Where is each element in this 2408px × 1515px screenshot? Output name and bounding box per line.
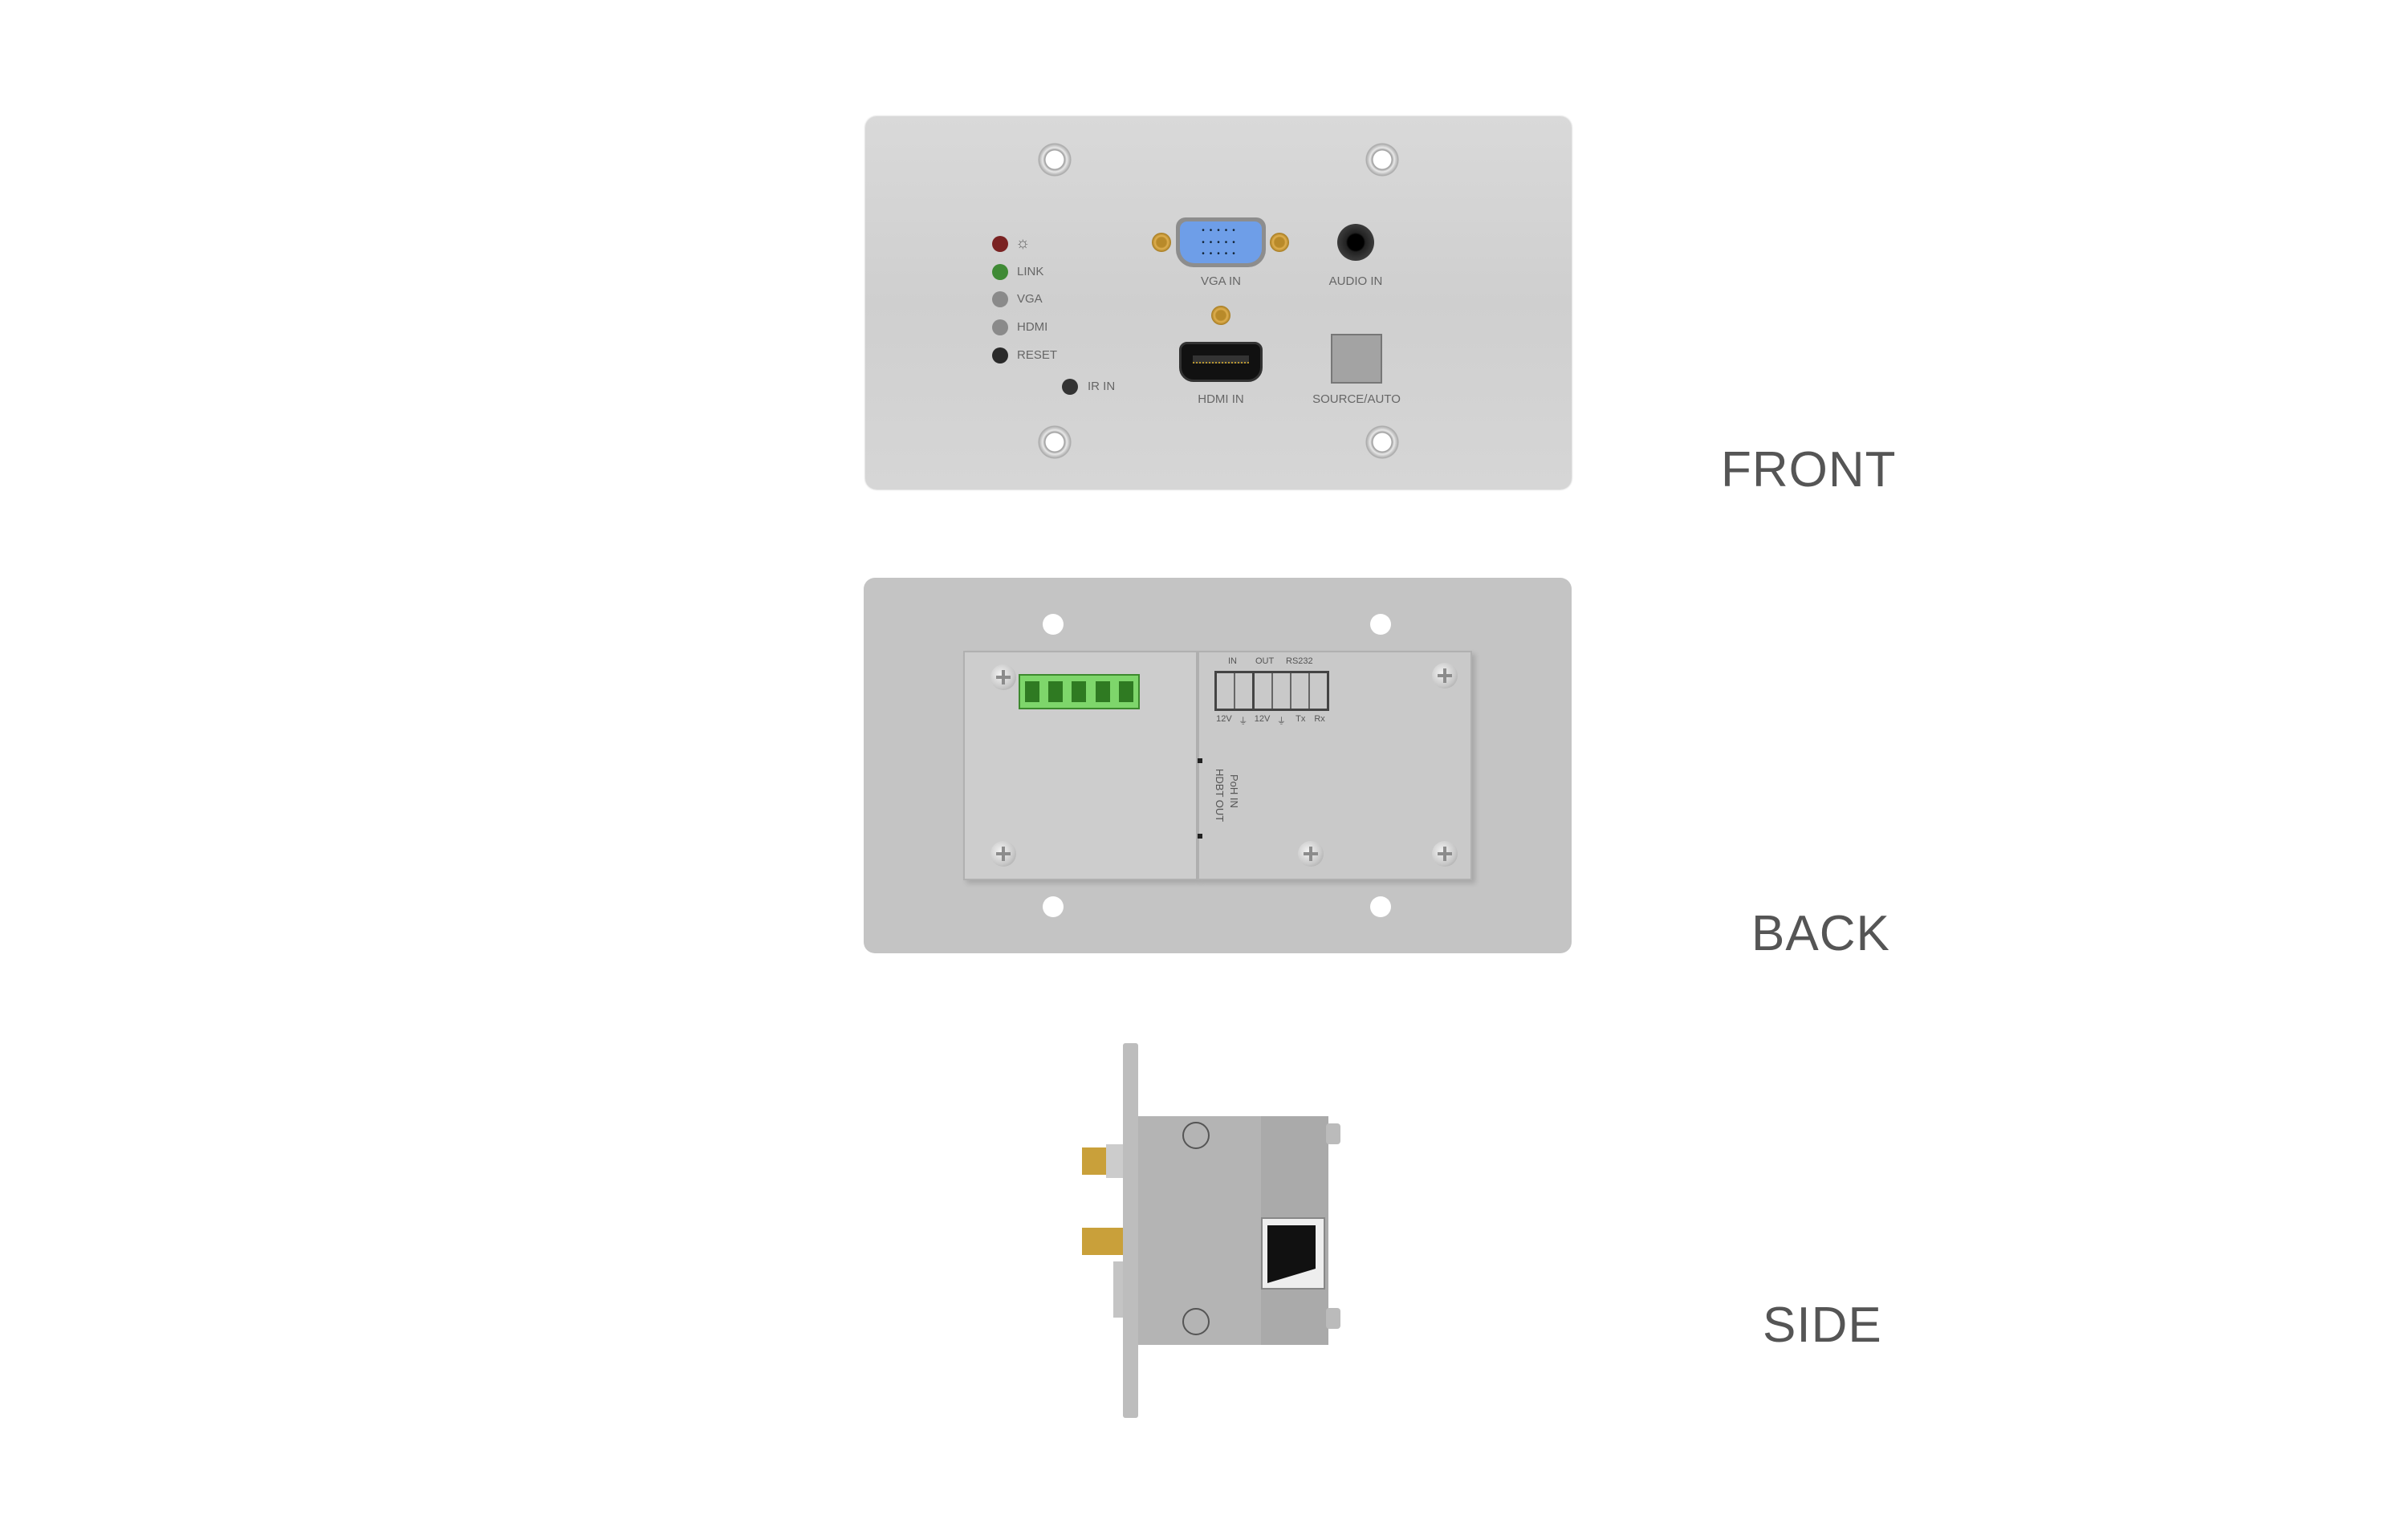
vga-port: ••••• ••••• ••••• — [1176, 217, 1266, 267]
poh-in-label: PoH IN — [1228, 774, 1240, 808]
brass-standoff-icon — [1082, 1228, 1123, 1255]
side-faceplate — [1123, 1043, 1138, 1418]
hdmi-pins-icon — [1193, 355, 1249, 364]
pin-label: 12V — [1216, 714, 1232, 724]
pin-label: 12V — [1254, 714, 1271, 724]
link-led-icon — [992, 264, 1008, 280]
pin-label: Tx — [1296, 714, 1306, 724]
screw-icon — [990, 841, 1016, 867]
front-panel — [865, 116, 1572, 489]
back-view-label: BACK — [1751, 906, 1890, 961]
ir-sensor-icon — [1062, 379, 1078, 395]
screw-icon — [1326, 1123, 1340, 1144]
mount-hole-icon — [1043, 614, 1064, 635]
source-auto-button[interactable] — [1331, 334, 1382, 384]
screw-icon — [1326, 1308, 1340, 1329]
pin-label: Rx — [1314, 714, 1325, 724]
back-module-right — [1198, 651, 1472, 880]
front-view-label: FRONT — [1721, 442, 1897, 498]
green-terminal-block[interactable] — [1019, 674, 1140, 709]
hdmi-led-icon — [992, 319, 1008, 335]
screw-icon — [990, 664, 1016, 690]
hdbt-out-label: HDBT OUT — [1214, 769, 1226, 822]
mount-hole-icon — [1365, 425, 1399, 459]
vga-led-label: VGA — [1017, 292, 1043, 306]
hdmi-screw-icon — [1211, 306, 1230, 325]
link-led-label: LINK — [1017, 265, 1044, 278]
power-led-label: ☼ — [1015, 234, 1031, 252]
power-rs232-terminal-block[interactable] — [1214, 671, 1329, 711]
pin-label: ⏚ — [1276, 717, 1286, 726]
screw-icon — [1182, 1308, 1210, 1335]
vga-led-icon — [992, 291, 1008, 307]
reset-button[interactable] — [992, 347, 1008, 364]
ir-in-label: IR IN — [1088, 380, 1116, 393]
rj45-icon — [1267, 1225, 1316, 1283]
screw-icon — [1298, 841, 1324, 867]
hdbt-port-edge — [1198, 758, 1202, 839]
screw-icon — [1182, 1122, 1210, 1149]
nut-icon — [1106, 1144, 1123, 1178]
vga-screw-icon — [1152, 233, 1171, 252]
vga-screw-icon — [1270, 233, 1289, 252]
hdmi-led-label: HDMI — [1017, 320, 1048, 334]
hdmi-port — [1179, 342, 1263, 382]
audio-in-label: AUDIO IN — [1328, 274, 1383, 288]
terminal-group-in: IN — [1228, 656, 1237, 666]
screw-icon — [1432, 663, 1458, 688]
side-tab — [1113, 1261, 1125, 1318]
terminal-group-rs232: RS232 — [1286, 656, 1313, 666]
mount-hole-icon — [1370, 614, 1391, 635]
vga-pins-icon: ••••• ••••• ••••• — [1180, 221, 1262, 263]
mount-hole-icon — [1370, 896, 1391, 917]
mount-hole-icon — [1038, 143, 1072, 177]
hdmi-in-label: HDMI IN — [1198, 392, 1244, 406]
reset-label: RESET — [1017, 348, 1058, 362]
vga-in-label: VGA IN — [1200, 274, 1242, 288]
mount-hole-icon — [1043, 896, 1064, 917]
mount-hole-icon — [1365, 143, 1399, 177]
pin-label: ⏚ — [1239, 717, 1248, 726]
terminal-pin-labels: 12V ⏚ 12V ⏚ Tx Rx — [1214, 714, 1329, 727]
screw-icon — [1432, 841, 1458, 867]
terminal-group-out: OUT — [1255, 656, 1275, 666]
mount-hole-icon — [1038, 425, 1072, 459]
brass-standoff-icon — [1082, 1147, 1106, 1175]
side-body — [1138, 1116, 1261, 1345]
power-led-icon — [992, 236, 1008, 252]
side-view-label: SIDE — [1763, 1298, 1882, 1353]
rj45-port — [1261, 1217, 1325, 1290]
source-auto-label: SOURCE/AUTO — [1312, 392, 1401, 406]
audio-jack-icon — [1337, 224, 1374, 261]
